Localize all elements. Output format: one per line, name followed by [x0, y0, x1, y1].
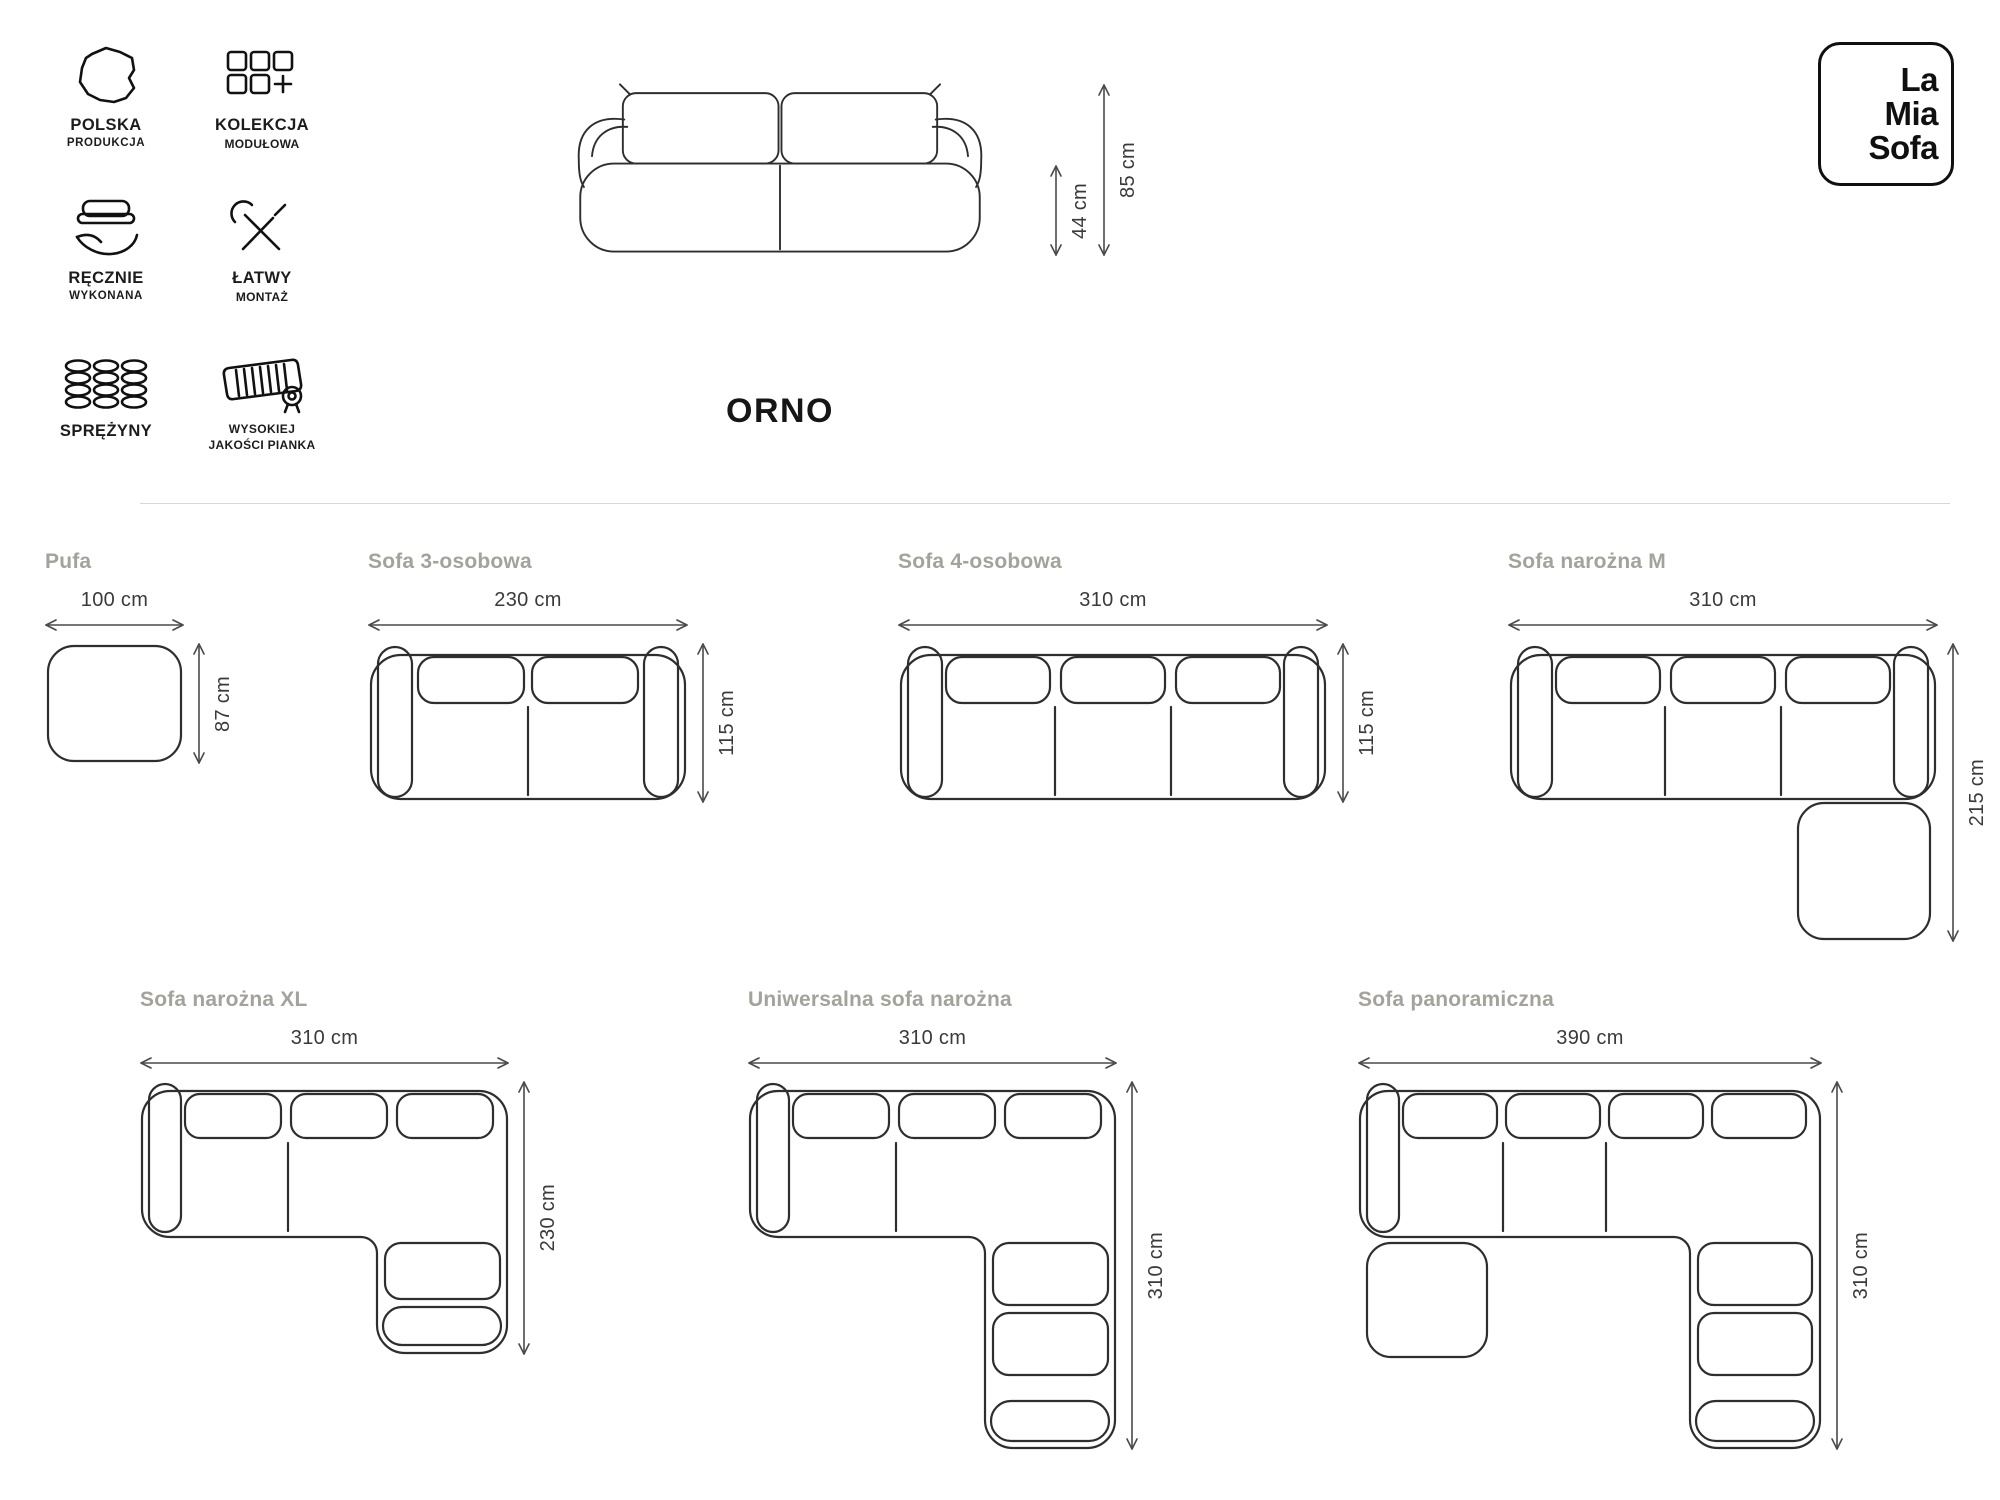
seat-height-dimension: 44 cm [1050, 165, 1092, 256]
variant-title: Pufa [45, 550, 92, 573]
depth-dimension-label: 230 cm [537, 1184, 559, 1252]
variant-title: Sofa 4-osobowa [898, 550, 1062, 573]
springs-icon [63, 340, 149, 414]
width-dimension-label: 390 cm [1556, 1027, 1624, 1049]
width-dimension-arrow [1508, 619, 1938, 631]
feature-label: WYSOKIEJ [228, 422, 296, 436]
variant-card-panoramiczna: Sofa panoramiczna 390 cm 310 cm [1358, 988, 1873, 1450]
features-grid: POLSKA PRODUKCJA KOLEKCJA MODUŁOWA [40, 34, 346, 452]
width-dimension-arrow [368, 619, 688, 631]
total-height-dimension: 85 cm [1098, 84, 1140, 256]
feature-label: POLSKA [70, 116, 142, 134]
logo-line-1: La [1900, 61, 1938, 99]
feature-recznie-wykonana: RĘCZNIE WYKONANA [40, 187, 172, 304]
variant-title: Sofa narożna M [1508, 550, 1666, 573]
feature-pianka: WYSOKIEJ JAKOŚCI PIANKA [178, 340, 346, 452]
variant-title: Sofa 3-osobowa [368, 550, 532, 573]
seat-height-arrow [1050, 165, 1062, 256]
depth-dimension-arrow [1337, 643, 1349, 803]
width-dimension-arrow [748, 1057, 1117, 1069]
width-dimension-arrow [898, 619, 1328, 631]
feature-label: SPRĘŻYNY [59, 422, 153, 440]
corner-sofa-xl-top-view [140, 1082, 509, 1355]
depth-dimension-arrow [518, 1081, 530, 1355]
feature-latwy-montaz: ŁATWY MONTAŻ [178, 187, 346, 304]
feature-label: ŁATWY [232, 269, 292, 287]
depth-dimension-label: 87 cm [212, 675, 234, 732]
feature-sublabel: MONTAŻ [235, 290, 289, 304]
section-divider [140, 503, 1950, 504]
width-dimension-arrow [1358, 1057, 1822, 1069]
variant-card-narozna-xl: Sofa narożna XL 310 cm 230 cm [140, 988, 560, 1355]
feature-kolekcja-modulowa: KOLEKCJA MODUŁOWA [178, 34, 346, 151]
sofa-front-view-wrap [545, 55, 1015, 275]
brand-logo: La Mia Sofa [1818, 42, 1954, 186]
logo-line-3: Sofa [1868, 128, 1938, 166]
panoramic-sofa-top-view [1358, 1082, 1822, 1450]
feature-polska-produkcja: POLSKA PRODUKCJA [40, 34, 172, 151]
corner-sofa-m-top-view [1509, 645, 1937, 941]
feature-label: RĘCZNIE [68, 269, 144, 287]
feature-sublabel: PRODUKCJA [66, 137, 146, 149]
width-dimension-label: 310 cm [1689, 589, 1757, 611]
depth-dimension-label: 310 cm [1145, 1231, 1167, 1300]
sofa-front-view [577, 83, 983, 253]
depth-dimension-arrow [697, 643, 709, 803]
universal-corner-sofa-top-view [748, 1082, 1117, 1450]
width-dimension-label: 100 cm [80, 589, 149, 611]
variant-card-sofa-3: Sofa 3-osobowa 230 cm 115 cm [368, 550, 739, 803]
width-dimension-arrow [45, 619, 184, 631]
width-dimension-label: 310 cm [898, 1027, 967, 1049]
variant-title: Sofa narożna XL [140, 988, 308, 1011]
foam-quality-icon [213, 340, 311, 414]
width-dimension-label: 310 cm [1079, 589, 1147, 611]
width-dimension-label: 230 cm [494, 589, 562, 611]
variant-title: Uniwersalna sofa narożna [748, 988, 1012, 1011]
width-dimension-label: 310 cm [290, 1027, 359, 1049]
depth-dimension-label: 115 cm [1356, 690, 1378, 756]
logo-line-2: Mia [1884, 95, 1938, 132]
sofa-3-top-view [369, 645, 687, 801]
sofa-4-top-view [899, 645, 1327, 801]
depth-dimension-label: 310 cm [1850, 1231, 1872, 1300]
seat-height-label: 44 cm [1069, 182, 1091, 239]
feature-label: KOLEKCJA [215, 116, 309, 134]
product-name: ORNO [726, 392, 834, 430]
variant-card-narozna-m: Sofa narożna M 310 cm 215 cm [1508, 550, 1989, 942]
handmade-sofa-icon [67, 187, 145, 261]
width-dimension-arrow [140, 1057, 509, 1069]
depth-dimension-arrow [1947, 643, 1959, 942]
poland-map-icon [70, 34, 142, 108]
feature-sublabel: JAKOŚCI PIANKA [208, 438, 316, 452]
variant-card-uniwersalna: Uniwersalna sofa narożna 310 cm 310 cm [748, 988, 1168, 1450]
feature-sublabel: WYKONANA [69, 290, 143, 302]
variant-title: Sofa panoramiczna [1358, 988, 1554, 1011]
variant-card-pufa: Pufa 100 cm 87 cm [45, 550, 235, 764]
pufa-top-view [46, 644, 183, 763]
depth-dimension-arrow [193, 643, 205, 764]
depth-dimension-label: 215 cm [1966, 758, 1988, 827]
feature-sublabel: MODUŁOWA [224, 137, 300, 151]
total-height-label: 85 cm [1117, 142, 1139, 198]
depth-dimension-arrow [1126, 1081, 1138, 1450]
feature-sprezyny: SPRĘŻYNY [40, 340, 172, 452]
variant-card-sofa-4: Sofa 4-osobowa 310 cm 115 cm [898, 550, 1379, 803]
modular-grid-icon [224, 34, 300, 108]
total-height-arrow [1098, 84, 1110, 256]
depth-dimension-label: 115 cm [716, 690, 738, 756]
tools-icon [227, 187, 297, 261]
depth-dimension-arrow [1831, 1081, 1843, 1450]
